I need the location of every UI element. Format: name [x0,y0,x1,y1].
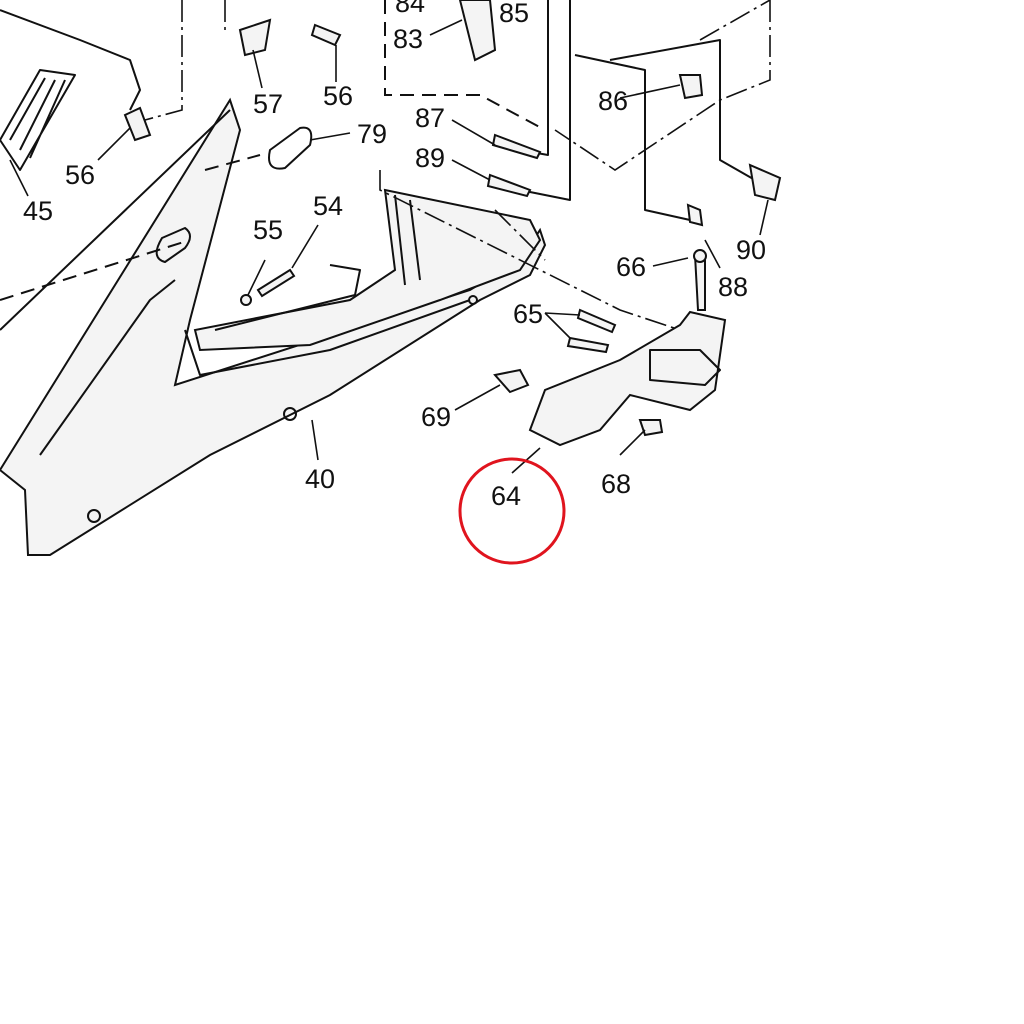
callout-64: 64 [491,481,521,511]
callout-56: 56 [323,81,353,111]
callout-57: 57 [253,89,283,119]
callout-83: 83 [393,24,423,54]
callout-66: 66 [616,252,646,282]
callout-69: 69 [421,402,451,432]
callout-84: 84 [395,0,425,18]
fasteners [123,0,782,437]
callout-87: 87 [415,103,445,133]
leader-lines [9,19,769,474]
callout-68: 68 [601,469,631,499]
part-64-bracket[interactable] [528,310,727,447]
callout-45: 45 [23,196,53,226]
callout-90: 90 [736,235,766,265]
callout-88: 88 [718,272,748,302]
part-40-side-cowl[interactable] [0,97,547,556]
callout-86: 86 [598,86,628,116]
part-45-grille [0,69,76,171]
callout-89: 89 [415,143,445,173]
callout-54: 54 [313,191,343,221]
highlight-circle [458,457,566,565]
callout-65: 65 [513,299,543,329]
callout-56: 56 [65,160,95,190]
callout-79: 79 [357,119,387,149]
callout-85: 85 [499,0,529,28]
inner-tray [193,188,542,352]
part-79-plate [268,126,313,170]
callout-55: 55 [253,215,283,245]
callout-40: 40 [305,464,335,494]
